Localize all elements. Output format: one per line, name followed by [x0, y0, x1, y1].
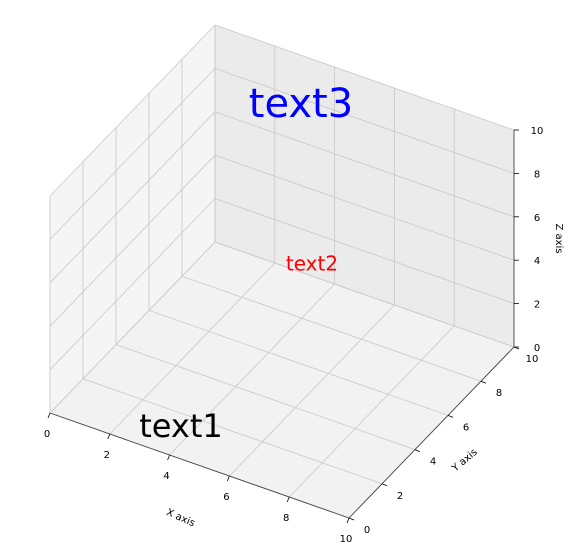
annotation-text1: text1 — [139, 407, 223, 445]
y-axis-label: Y axis — [449, 447, 479, 475]
z-tick-label: 4 — [534, 256, 540, 267]
grid-line-z — [49, 241, 515, 414]
x-tick — [47, 412, 51, 419]
x-tick-label: 10 — [340, 534, 353, 545]
annotation-text2: text2 — [286, 252, 338, 276]
grid-line-z — [49, 198, 515, 370]
y-tick-label: 8 — [496, 388, 502, 399]
x-tick — [286, 496, 290, 503]
y-tick-label: 10 — [526, 354, 539, 365]
y-tick — [447, 415, 454, 418]
x-tick-label: 6 — [223, 492, 229, 503]
grid-line-z — [49, 67, 515, 240]
x-axis-label: X axis — [165, 507, 197, 529]
x-tick-label: 4 — [163, 471, 169, 482]
y-tick-label: 4 — [430, 457, 436, 468]
z-tick-label: 2 — [534, 300, 540, 311]
x-tick — [167, 454, 170, 461]
annotation-text3: text3 — [249, 81, 353, 127]
grid-line-z — [49, 24, 515, 197]
grid-line-z — [49, 154, 515, 327]
y-tick — [348, 517, 355, 521]
grid-line-z — [49, 111, 515, 284]
axis-lines — [49, 130, 515, 519]
y-tick — [381, 483, 388, 487]
y-axis-line — [348, 346, 515, 519]
tick-marks — [47, 129, 520, 524]
floor-pane — [50, 242, 514, 518]
x-tick-label: 2 — [104, 450, 110, 461]
y-tick-label: 6 — [463, 422, 469, 433]
z-tick-label: 8 — [534, 169, 540, 180]
y-tick — [480, 380, 487, 384]
y-tick-label: 2 — [397, 491, 403, 502]
x-tick — [227, 475, 230, 482]
side-pane — [50, 25, 215, 413]
x-axis-line — [49, 412, 350, 519]
z-tick-label: 0 — [534, 343, 540, 354]
axis-panes — [50, 25, 514, 518]
x-tick — [346, 517, 350, 524]
x-tick-label: 0 — [44, 429, 50, 440]
x-tick — [107, 433, 111, 440]
z-tick-label: 10 — [531, 126, 544, 137]
y-tick — [414, 449, 421, 452]
back-pane — [215, 25, 514, 347]
z-tick-label: 6 — [534, 213, 540, 224]
y-tick-label: 0 — [364, 525, 370, 536]
x-tick-label: 8 — [283, 513, 289, 524]
z-axis-label: Z axis — [553, 223, 564, 253]
